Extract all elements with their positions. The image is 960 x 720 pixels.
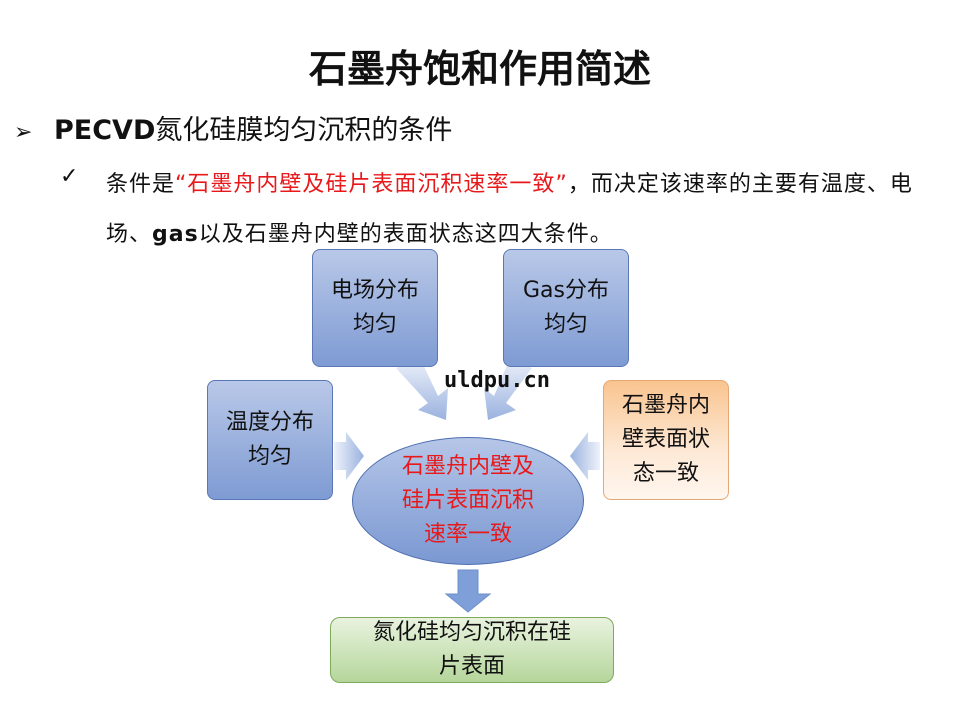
arrow-from-temperature (334, 432, 364, 480)
arrow-to-result (444, 569, 492, 613)
box-result: 氮化硅均匀沉积在硅 片表面 (330, 617, 614, 683)
box-gas: Gas分布 均匀 (503, 249, 629, 367)
watermark: uldpu.cn (444, 368, 550, 393)
slide-title: 石墨舟饱和作用简述 (308, 47, 651, 91)
center-ellipse: 石墨舟内壁及 硅片表面沉积 速率一致 (352, 437, 584, 565)
bullet1-text: 氮化硅膜均匀沉积的条件 (155, 115, 453, 146)
bullet1-strong: PECVD (54, 115, 156, 146)
arrow-from-gas (484, 358, 532, 420)
box-electric-field: 电场分布 均匀 (312, 249, 438, 367)
bullet-level1: ➢ PECVD氮化硅膜均匀沉积的条件 (14, 108, 452, 147)
bullet2-quote: “石墨舟内壁及硅片表面沉积速率一致” (175, 172, 568, 197)
bullet2-bold: gas (152, 222, 199, 247)
arrowhead-bullet-icon: ➢ (14, 120, 33, 145)
arrow-from-electric-field (396, 358, 448, 420)
checkmark-icon: ✓ (60, 164, 79, 189)
bullet2-middle: ，而决定该速率的主要有温度、电场、 (106, 172, 913, 247)
bullet2-suffix: 以及石墨舟内壁的表面状态这四大条件。 (198, 222, 613, 247)
bullet-level2: 条件是“石墨舟内壁及硅片表面沉积速率一致”，而决定该速率的主要有温度、电场、ga… (106, 160, 926, 260)
bullet2-prefix: 条件是 (106, 172, 176, 197)
box-temperature: 温度分布 均匀 (207, 380, 333, 500)
arrow-from-boat-surface (570, 432, 600, 480)
box-boat-surface: 石墨舟内 壁表面状 态一致 (603, 380, 729, 500)
